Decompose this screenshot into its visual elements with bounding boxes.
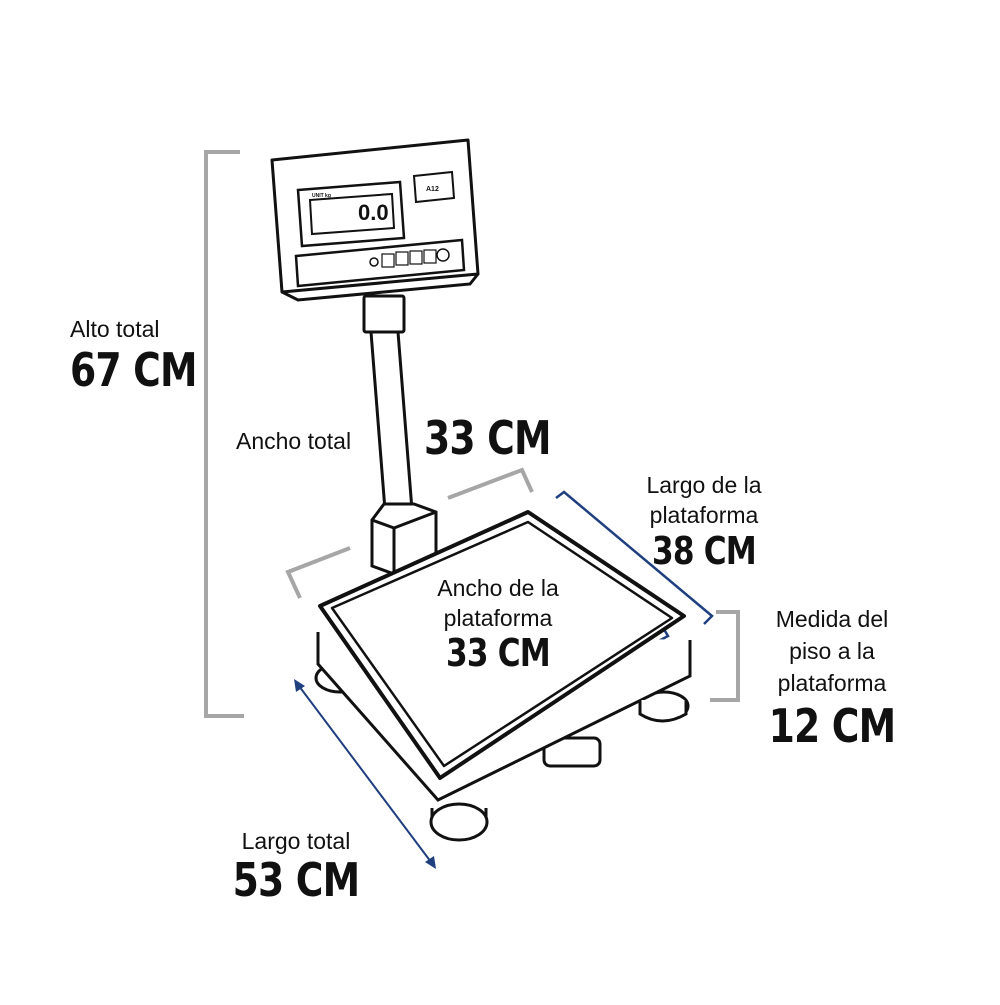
height-value: 67 CM [70,343,198,397]
key-5[interactable] [436,248,450,262]
key-4[interactable] [423,249,437,264]
floor-height-value: 12 CM [768,699,897,753]
platform [316,510,692,802]
key-2[interactable] [395,251,409,266]
height-title: Alto total [70,316,160,342]
platform-length-title-1: Largo de la [646,472,762,498]
floor-height-bracket [710,610,740,702]
pole [362,294,438,576]
front-feet [429,700,688,842]
total-width-title: Ancho total [236,428,352,454]
key-1[interactable] [381,253,395,268]
width-bracket-left [285,546,351,599]
floor-height-title-3: plataforma [777,670,887,696]
display-reading: 0.0 [358,200,389,225]
platform-length-line [555,490,714,625]
total-width-value: 33 CM [424,411,552,465]
platform-width-title-2: plataforma [443,605,553,631]
indicator-head: UNIT kg 0.0 A12 [270,138,480,302]
width-bracket-right [447,467,534,500]
platform-width-title-1: Ancho de la [437,575,559,601]
lcd-window [308,192,396,236]
platform-length-value: 38 CM [652,529,757,573]
unit-label: UNIT kg [312,193,331,199]
power-key[interactable] [369,257,379,267]
height-bracket [204,150,244,718]
total-length-value: 53 CM [232,853,361,907]
brand-label: A12 [426,186,439,193]
platform-width-value: 33 CM [446,631,551,675]
total-length-title: Largo total [241,828,351,854]
total-length-arrow [294,679,436,869]
key-3[interactable] [409,250,423,265]
brand-box [412,170,456,204]
floor-height-title-1: Medida del [775,606,889,632]
floor-height-title-2: piso a la [789,638,875,664]
platform-length-title-2: plataforma [649,502,759,528]
